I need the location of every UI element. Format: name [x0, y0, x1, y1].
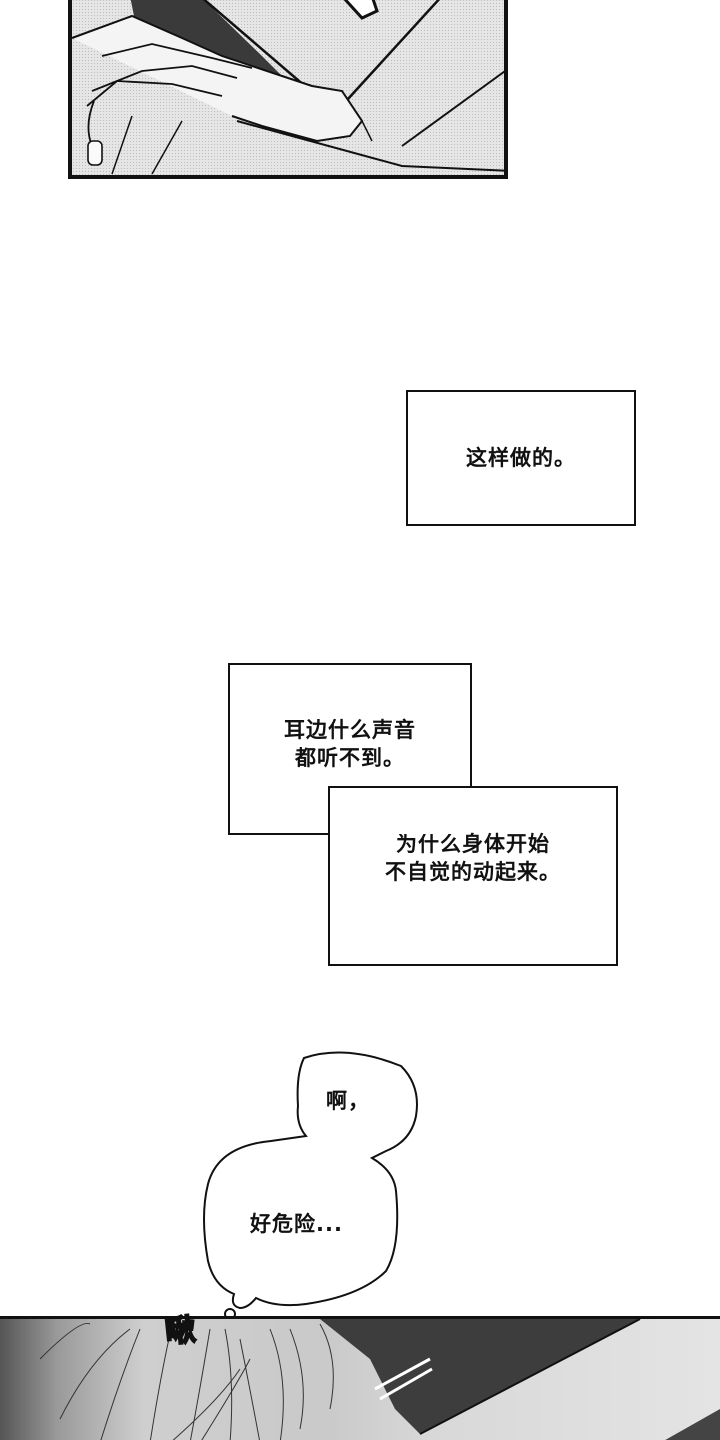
manga-panel-bottom	[0, 1316, 720, 1440]
hand-collar-illustration	[72, 0, 504, 175]
thought-bubble	[203, 1051, 418, 1316]
caption-box-1: 这样做的。	[406, 390, 636, 526]
caption-text: 不自觉的动起来。	[385, 860, 561, 884]
thought-text: 啊，	[326, 1089, 370, 1113]
hair-closeup-illustration	[39, 1319, 720, 1440]
manga-panel-top	[68, 0, 508, 179]
sound-effect-text: 啾	[163, 1312, 197, 1352]
caption-text: 这样做的。	[466, 446, 576, 470]
caption-text: 为什么身体开始	[396, 832, 550, 856]
caption-text: 耳边什么声音	[284, 718, 416, 742]
caption-box-3: 为什么身体开始 不自觉的动起来。	[328, 786, 618, 966]
thought-text: 好危险...	[250, 1212, 343, 1236]
caption-text: 都听不到。	[295, 746, 405, 770]
